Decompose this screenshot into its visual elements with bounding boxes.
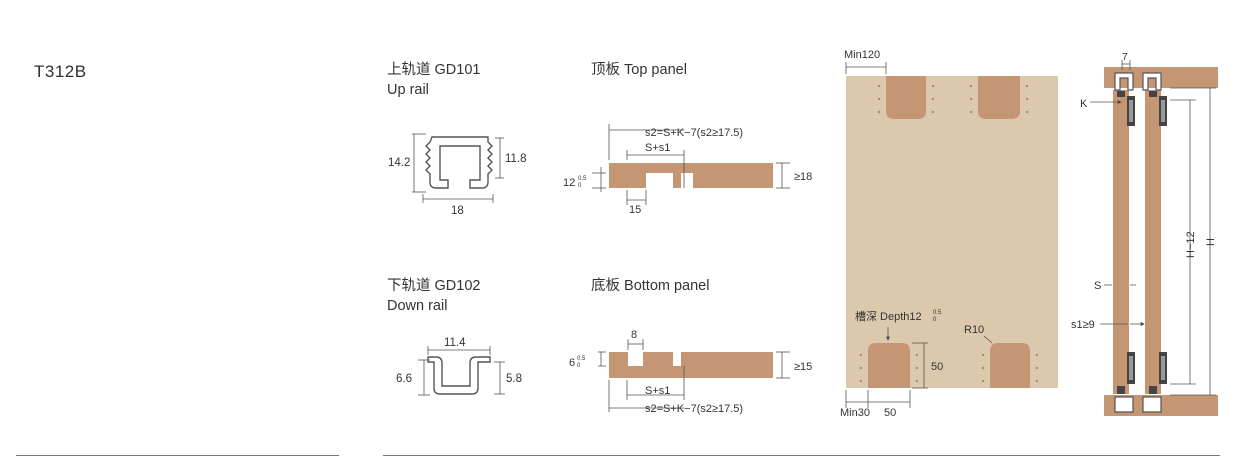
side-view-h: H	[1205, 238, 1217, 246]
front-view-tol-upper: 0.5	[933, 310, 942, 316]
side-view-dimensions	[1090, 60, 1216, 396]
down-rail-dimensions	[418, 346, 505, 396]
up-rail-heading: 上轨道 GD101 Up rail	[387, 60, 480, 100]
front-view-dimensions	[845, 62, 993, 408]
top-panel-s2: s2=S+K−7(s2≥17.5)	[645, 127, 743, 139]
down-rail-width: 11.4	[444, 337, 466, 349]
up-rail-height-inner: 11.8	[505, 153, 527, 165]
bottom-panel-dimensions	[598, 339, 790, 412]
top-panel-depth: 12	[563, 177, 575, 189]
up-rail-dimensions	[412, 133, 504, 203]
down-rail-height-outer: 6.6	[396, 373, 412, 385]
top-panel-groove-width: 15	[629, 204, 641, 216]
up-rail-profile	[425, 136, 493, 189]
side-view-s1: s1≥9	[1071, 319, 1095, 331]
side-view-h12: H−12	[1185, 231, 1197, 258]
front-view-min30: Min30	[840, 407, 870, 419]
bottom-panel-section	[609, 352, 773, 378]
top-panel-tol-upper: 0.5	[578, 176, 587, 182]
top-panel-section	[609, 163, 773, 188]
front-view-r10: R10	[964, 324, 984, 336]
down-rail-height-inner: 5.8	[506, 373, 522, 385]
bottom-panel-s-s1: S+s1	[645, 385, 670, 397]
front-view-panel	[846, 76, 1058, 388]
up-rail-title: 上轨道 GD101	[387, 62, 481, 78]
down-rail-title: 下轨道 GD102	[387, 278, 481, 294]
down-rail-heading: 下轨道 GD102 Down rail	[387, 276, 480, 316]
front-view-tol-lower: 0	[933, 317, 937, 323]
down-rail-subtitle: Down rail	[387, 298, 448, 314]
bottom-panel-tol-lower: 0	[577, 363, 581, 369]
top-panel-thickness: ≥18	[794, 171, 812, 183]
bottom-panel-s2: s2=S+K−7(s2≥17.5)	[645, 403, 743, 415]
side-view-assembly	[1104, 67, 1218, 416]
down-rail-profile	[427, 356, 491, 395]
front-view-min120: Min120	[844, 49, 880, 61]
up-rail-subtitle: Up rail	[387, 82, 429, 98]
front-view-groove-depth: 槽深 Depth12	[855, 310, 922, 323]
top-panel-s-s1: S+s1	[645, 142, 670, 154]
bottom-panel-groove-width: 8	[631, 329, 637, 341]
up-rail-width: 18	[451, 205, 464, 217]
bottom-panel-tol-upper: 0.5	[577, 356, 586, 362]
top-panel-title: 顶板 Top panel	[591, 62, 687, 78]
front-view-dim-50-horizontal: 50	[884, 407, 896, 419]
side-view-k: K	[1080, 98, 1088, 110]
bottom-panel-depth: 6	[569, 357, 575, 369]
up-rail-height-outer: 14.2	[388, 157, 410, 169]
top-panel-dimensions	[592, 124, 790, 205]
front-view-dim-50-vertical: 50	[931, 361, 943, 373]
footer-divider-left	[16, 455, 339, 456]
bottom-panel-thickness: ≥15	[794, 361, 812, 373]
top-panel-tol-lower: 0	[578, 183, 582, 189]
bottom-panel-title: 底板 Bottom panel	[591, 278, 710, 294]
model-code: T312B	[34, 62, 87, 81]
footer-divider-right	[383, 455, 1220, 456]
side-view-k7: 7	[1122, 51, 1128, 63]
side-view-s: S	[1094, 280, 1101, 292]
